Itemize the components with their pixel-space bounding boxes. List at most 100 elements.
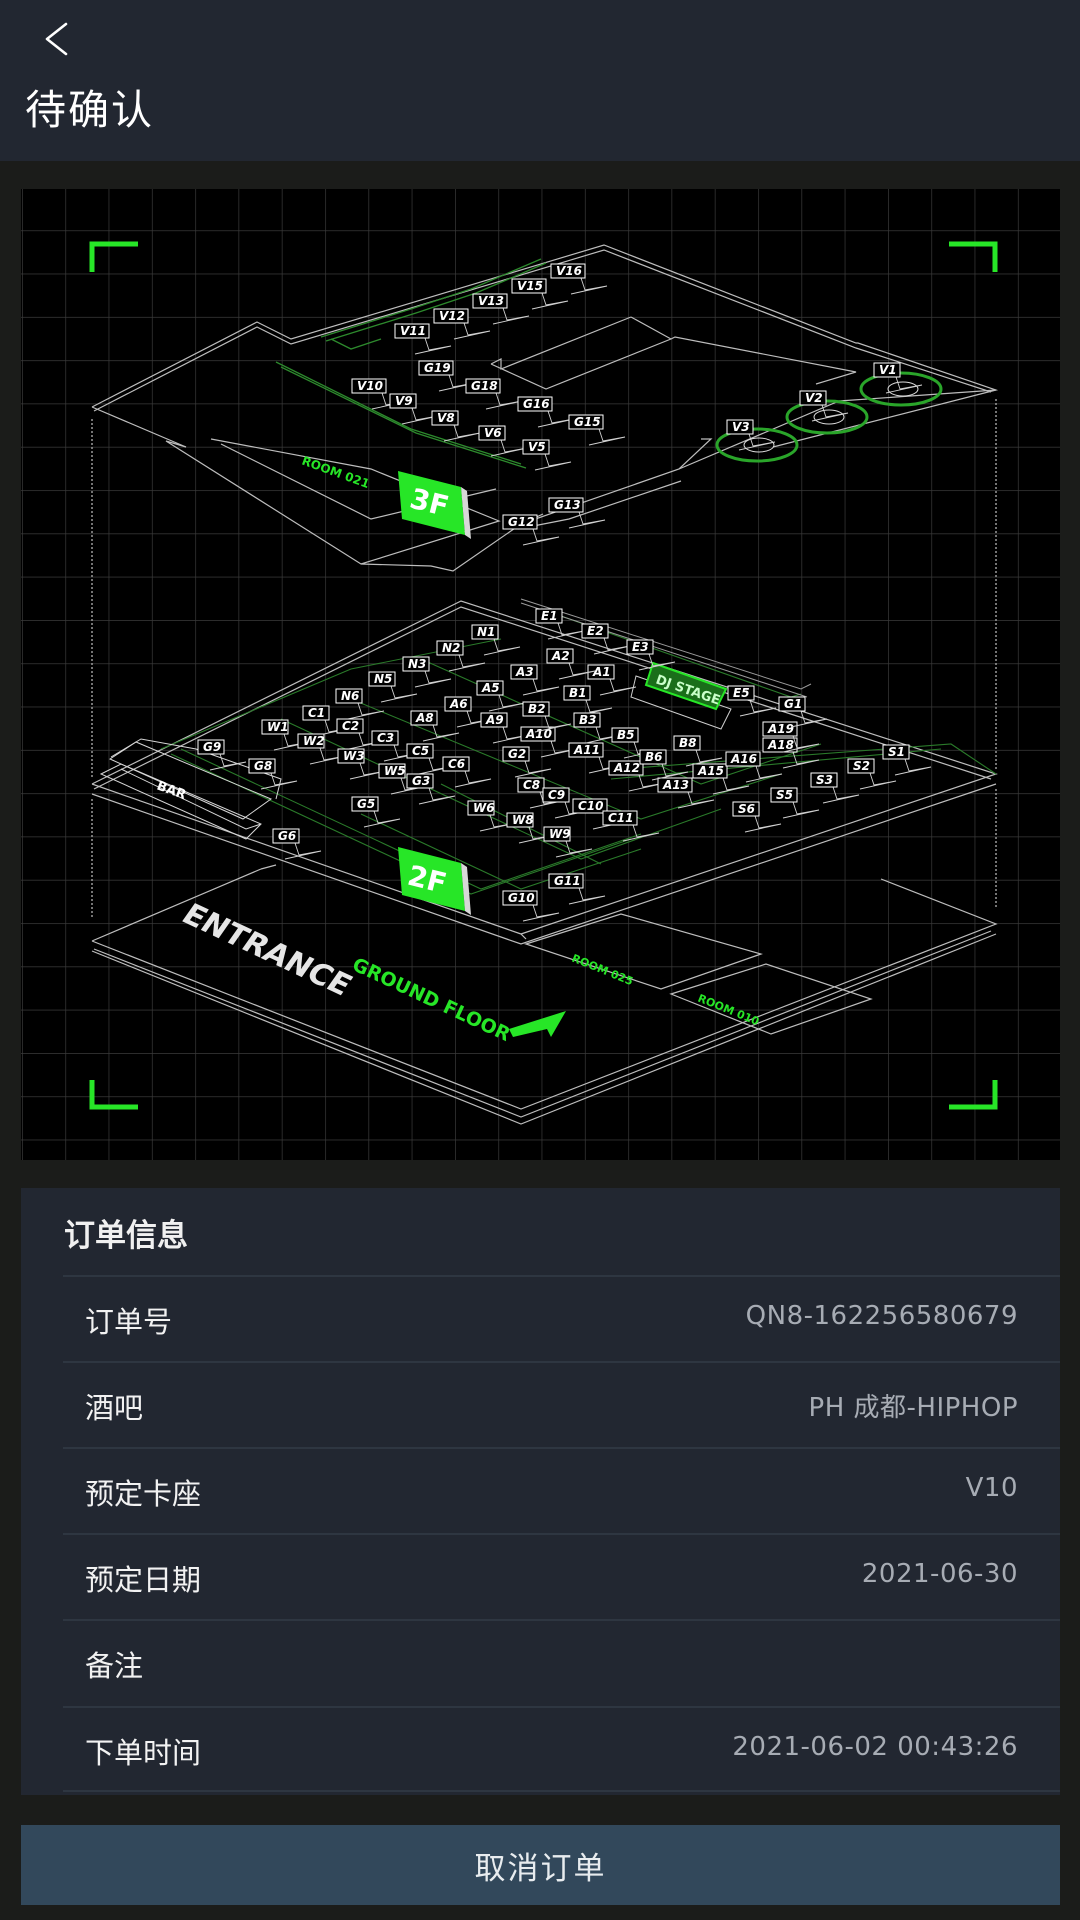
seat-v12[interactable]: V12: [433, 308, 491, 340]
seat-b5[interactable]: B5: [611, 727, 661, 759]
seat-g1[interactable]: G1: [778, 696, 828, 728]
svg-text:A15: A15: [697, 764, 724, 778]
seat-a19[interactable]: A19: [762, 721, 820, 753]
seat-c11[interactable]: C11: [602, 810, 660, 842]
seat-a2[interactable]: A2: [546, 648, 596, 680]
seat-n5[interactable]: N5: [368, 671, 418, 703]
seat-a8[interactable]: A8: [410, 710, 460, 742]
svg-text:A19: A19: [767, 722, 794, 736]
svg-text:G13: G13: [554, 498, 581, 512]
seat-e3[interactable]: E3: [626, 639, 676, 671]
seat-g3[interactable]: G3: [406, 773, 456, 805]
seat-a11[interactable]: A11: [568, 742, 626, 774]
booking-date-label: 预定日期: [85, 1563, 202, 1597]
seat-a1[interactable]: A1: [587, 664, 637, 696]
svg-text:G16: G16: [523, 397, 550, 411]
order-info-card: 订单信息 订单号 QN8-162256580679 酒吧 PH 成都-HIPHO…: [21, 1188, 1060, 1795]
seat-g6[interactable]: G6: [272, 828, 322, 860]
seat-a10[interactable]: A10: [520, 726, 578, 758]
seat-v16[interactable]: V16: [550, 263, 608, 295]
seat-a18[interactable]: A18: [762, 737, 820, 769]
seat-g19[interactable]: G19: [418, 360, 476, 392]
seat-w6[interactable]: W6: [467, 800, 517, 832]
svg-text:C8: C8: [523, 778, 540, 792]
seat-s1[interactable]: S1: [882, 744, 932, 776]
seat-v3[interactable]: V3: [726, 419, 776, 451]
seat-g10[interactable]: G10: [502, 890, 560, 922]
seat-w2[interactable]: W2: [297, 733, 347, 765]
seat-a12[interactable]: A12: [608, 760, 666, 792]
seat-e2[interactable]: E2: [581, 623, 631, 655]
seat-s2[interactable]: S2: [847, 758, 897, 790]
seat-b2[interactable]: B2: [522, 701, 572, 733]
seat-g18[interactable]: G18: [465, 378, 523, 410]
seat-s6[interactable]: S6: [732, 801, 782, 833]
seat-v9[interactable]: V9: [389, 393, 439, 425]
seat-c9[interactable]: C9: [542, 787, 592, 819]
seat-v6[interactable]: V6: [478, 425, 528, 457]
seat-g9[interactable]: G9: [197, 739, 247, 771]
svg-text:N6: N6: [341, 689, 359, 703]
seat-e5[interactable]: E5: [727, 685, 777, 717]
seat-n1[interactable]: N1: [471, 624, 521, 656]
floor-3f-benches: [275, 258, 547, 469]
svg-text:V13: V13: [478, 294, 504, 308]
seat-b8[interactable]: B8: [673, 735, 723, 767]
svg-text:V5: V5: [528, 440, 546, 454]
seat-a13[interactable]: A13: [657, 777, 715, 809]
seat-n6[interactable]: N6: [335, 688, 385, 720]
seat-g15[interactable]: G15: [568, 414, 626, 446]
vip-tables: [743, 381, 919, 453]
seat-w9[interactable]: W9: [543, 826, 593, 858]
seat-v8[interactable]: V8: [431, 410, 481, 442]
seat-c5[interactable]: C5: [406, 743, 456, 775]
svg-text:G11: G11: [554, 874, 581, 888]
seat-g13[interactable]: G13: [548, 497, 606, 529]
seat-s5[interactable]: S5: [770, 787, 820, 819]
seat-g5[interactable]: G5: [351, 796, 401, 828]
seat-a5[interactable]: A5: [476, 680, 526, 712]
seat-g8[interactable]: G8: [248, 758, 298, 790]
seat-v10[interactable]: V10: [351, 378, 409, 410]
seat-s3[interactable]: S3: [810, 772, 860, 804]
svg-text:A8: A8: [415, 711, 434, 725]
cancel-order-button[interactable]: 取消订单: [21, 1825, 1060, 1905]
seat-n2[interactable]: N2: [436, 640, 486, 672]
back-button[interactable]: [36, 14, 86, 64]
seat-v15[interactable]: V15: [511, 278, 569, 310]
seat-c8[interactable]: C8: [517, 777, 567, 809]
seat-v1[interactable]: V1: [873, 362, 923, 394]
svg-text:C11: C11: [608, 811, 634, 825]
seat-b6[interactable]: B6: [639, 749, 689, 781]
seat-c1[interactable]: C1: [302, 705, 352, 737]
seat-a9[interactable]: A9: [480, 712, 530, 744]
seat-a16[interactable]: A16: [725, 751, 783, 783]
seat-v5[interactable]: V5: [522, 439, 572, 471]
seat-v11[interactable]: V11: [394, 323, 452, 355]
seat-g16[interactable]: G16: [517, 396, 575, 428]
seat-n3[interactable]: N3: [402, 656, 452, 688]
seat-g11[interactable]: G11: [548, 873, 606, 905]
floor-3f-sign: 3F: [398, 471, 471, 539]
seat-c2[interactable]: C2: [336, 718, 386, 750]
seat-c3[interactable]: C3: [371, 730, 421, 762]
seat-g12[interactable]: G12: [502, 514, 560, 546]
seat-v13[interactable]: V13: [472, 293, 530, 325]
booked-seat-row: 预定卡座 V10: [63, 1447, 1060, 1533]
seat-g2[interactable]: G2: [502, 746, 552, 778]
seat-e1[interactable]: E1: [535, 608, 585, 640]
seat-v2[interactable]: V2: [799, 390, 849, 422]
seat-w5[interactable]: W5: [378, 763, 428, 795]
seat-b3[interactable]: B3: [573, 712, 623, 744]
seat-a3[interactable]: A3: [510, 664, 560, 696]
svg-text:B2: B2: [528, 702, 546, 716]
svg-text:W5: W5: [384, 764, 406, 778]
seat-b1[interactable]: B1: [563, 685, 613, 717]
svg-text:A11: A11: [573, 743, 600, 757]
venue-floor-map[interactable]: 3F ROOM 021: [21, 189, 1060, 1160]
seat-a6[interactable]: A6: [444, 696, 494, 728]
seat-a15[interactable]: A15: [692, 763, 750, 795]
seat-w3[interactable]: W3: [337, 748, 387, 780]
seat-c6[interactable]: C6: [442, 756, 492, 788]
